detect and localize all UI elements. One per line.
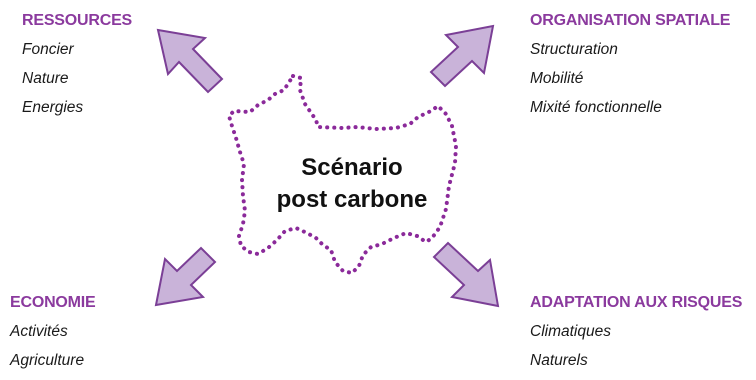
item-agriculture: Agriculture bbox=[10, 352, 85, 369]
center-title-line1: Scénario bbox=[301, 154, 403, 181]
item-structuration: Structuration bbox=[530, 41, 618, 58]
block-organisation-spatiale: ORGANISATION SPATIALE Structuration Mobi… bbox=[530, 12, 730, 127]
block-adaptation-risques: ADAPTATION AUX RISQUES Climatiques Natur… bbox=[530, 294, 742, 380]
block-economie: ECONOMIE Activités Agriculture bbox=[10, 294, 96, 380]
item-nature: Nature bbox=[22, 70, 69, 87]
item-mixite-fonctionnelle: Mixité fonctionnelle bbox=[530, 99, 662, 116]
arrow-adaptation bbox=[432, 241, 500, 308]
item-energies: Energies bbox=[22, 99, 84, 116]
heading-adaptation-risques: ADAPTATION AUX RISQUES bbox=[530, 294, 743, 311]
heading-economie: ECONOMIE bbox=[10, 294, 96, 311]
map-outline bbox=[226, 73, 459, 276]
item-mobilite: Mobilité bbox=[530, 70, 584, 87]
arrow-ressources bbox=[156, 28, 224, 94]
center-title-line2: post carbone bbox=[276, 186, 428, 213]
arrow-organisation bbox=[429, 24, 495, 88]
item-naturels: Naturels bbox=[530, 352, 588, 369]
heading-organisation-spatiale: ORGANISATION SPATIALE bbox=[530, 12, 731, 29]
item-foncier: Foncier bbox=[22, 41, 74, 58]
diagram-graphics bbox=[154, 24, 500, 308]
heading-ressources: RESSOURCES bbox=[22, 12, 133, 29]
center-title: Scénario post carbone bbox=[252, 152, 452, 216]
diagram-canvas: Scénario post carbone RESSOURCES Foncier… bbox=[10, 12, 742, 369]
block-ressources: RESSOURCES Foncier Nature Energies bbox=[22, 12, 132, 127]
arrow-economie bbox=[154, 246, 217, 307]
item-climatiques: Climatiques bbox=[530, 323, 611, 340]
item-activites: Activités bbox=[10, 323, 68, 340]
